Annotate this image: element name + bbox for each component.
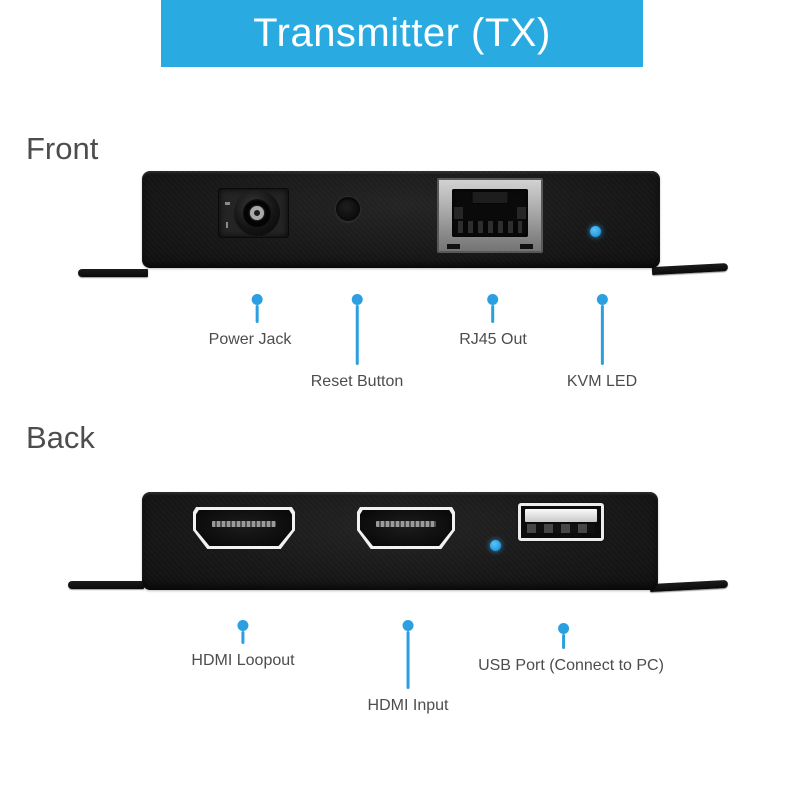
front-section-heading: Front	[26, 131, 99, 166]
back-section-heading: Back	[26, 420, 95, 455]
callout-label: RJ45 Out	[459, 331, 527, 348]
mounting-ear-back-left	[68, 581, 144, 589]
callout-line	[600, 305, 604, 365]
rj45-shoulder	[454, 207, 464, 219]
power-jack-hole	[243, 199, 271, 227]
callout-dot-icon	[558, 623, 570, 634]
callout-label: Reset Button	[310, 373, 404, 390]
back-led	[490, 540, 501, 551]
callout-label: KVM LED	[566, 373, 638, 390]
callout-label: HDMI Loopout	[191, 652, 295, 669]
mounting-ear-front-right	[651, 263, 729, 275]
usb-pin-contacts	[527, 524, 595, 533]
rj45-shoulder	[516, 207, 526, 219]
callout-dot-icon	[251, 294, 263, 305]
callout-line	[255, 305, 259, 323]
hdmi-pin-strip	[375, 520, 437, 527]
callout-dot-icon	[402, 620, 414, 631]
callout-line	[355, 305, 359, 365]
callout-line	[241, 631, 245, 644]
hdmi-socket-opening	[360, 510, 452, 546]
reset-button	[335, 196, 361, 222]
hdmi-loopout-port	[193, 507, 295, 549]
transmitter-front-panel	[142, 171, 660, 268]
callout-dot-icon	[487, 294, 499, 305]
power-jack-center-pin	[250, 206, 264, 220]
callout-dot-icon	[596, 294, 608, 305]
callout-hdmi-input: HDMI Input	[367, 620, 449, 715]
callout-line	[491, 305, 495, 323]
rj45-pin-teeth	[458, 220, 522, 233]
callout-line	[406, 631, 410, 689]
rj45-socket-opening	[452, 189, 528, 237]
callout-label: USB Port (Connect to PC)	[478, 657, 664, 674]
transmitter-back-panel	[142, 492, 658, 590]
hdmi-input-port	[357, 507, 455, 549]
power-jack-plate	[218, 188, 289, 238]
rj45-port	[437, 178, 543, 253]
rj45-metal-frame	[437, 178, 543, 253]
hdmi-socket-opening	[196, 510, 292, 546]
rj45-latch-slot	[471, 191, 509, 204]
callout-dot-icon	[237, 620, 249, 631]
callout-line	[562, 634, 566, 649]
usb-tongue	[525, 509, 597, 522]
mounting-ear-back-right	[649, 579, 729, 592]
callout-reset-button: Reset Button	[310, 294, 404, 391]
callout-dot-icon	[351, 294, 363, 305]
kvm-led	[590, 226, 601, 237]
title-banner: Transmitter (TX)	[161, 0, 643, 67]
callout-label: HDMI Input	[367, 697, 449, 714]
usb-port	[518, 503, 604, 541]
callout-rj45-out: RJ45 Out	[459, 294, 527, 349]
callout-kvm-led: KVM LED	[567, 294, 637, 391]
hdmi-pin-strip	[212, 520, 276, 527]
polarity-mark-icon	[226, 222, 228, 228]
callout-hdmi-loopout: HDMI Loopout	[191, 620, 295, 670]
mounting-ear-front-left	[78, 269, 148, 277]
polarity-mark-icon	[225, 202, 230, 205]
callout-usb-port: USB Port (Connect to PC)	[464, 623, 664, 675]
callout-power-jack: Power Jack	[209, 294, 291, 349]
page-title: Transmitter (TX)	[253, 11, 551, 55]
callout-label: Power Jack	[208, 331, 292, 348]
power-jack-barrel	[234, 190, 280, 236]
